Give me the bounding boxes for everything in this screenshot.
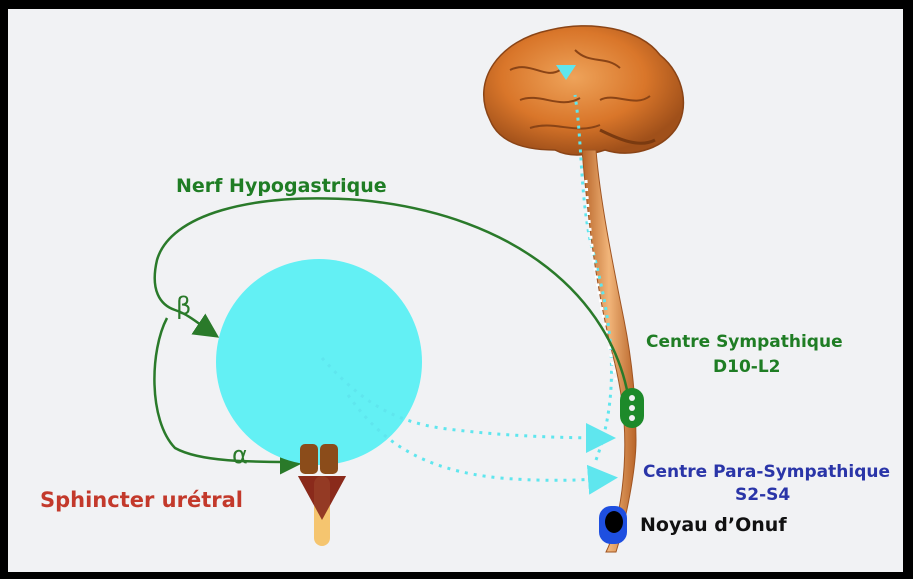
alpha-receptor-label: α [232, 441, 248, 469]
parasympathetic-center-level: S2-S4 [735, 485, 790, 505]
sympathetic-center-level: D10-L2 [713, 357, 781, 377]
hypogastric-nerve-label: Nerf Hypogastrique [176, 175, 387, 197]
spinal-cord [582, 150, 636, 552]
onuf-nucleus-label: Noyau d’Onuf [640, 514, 787, 536]
bladder [216, 259, 422, 465]
sphincter-label: Sphincter urétral [40, 488, 243, 512]
beta-receptor-label: β [176, 292, 191, 320]
parasympathetic-center-label: Centre Para-Sympathique [643, 462, 890, 482]
sympathetic-center-label: Centre Sympathique [646, 332, 843, 352]
brain-illustration [484, 26, 684, 155]
